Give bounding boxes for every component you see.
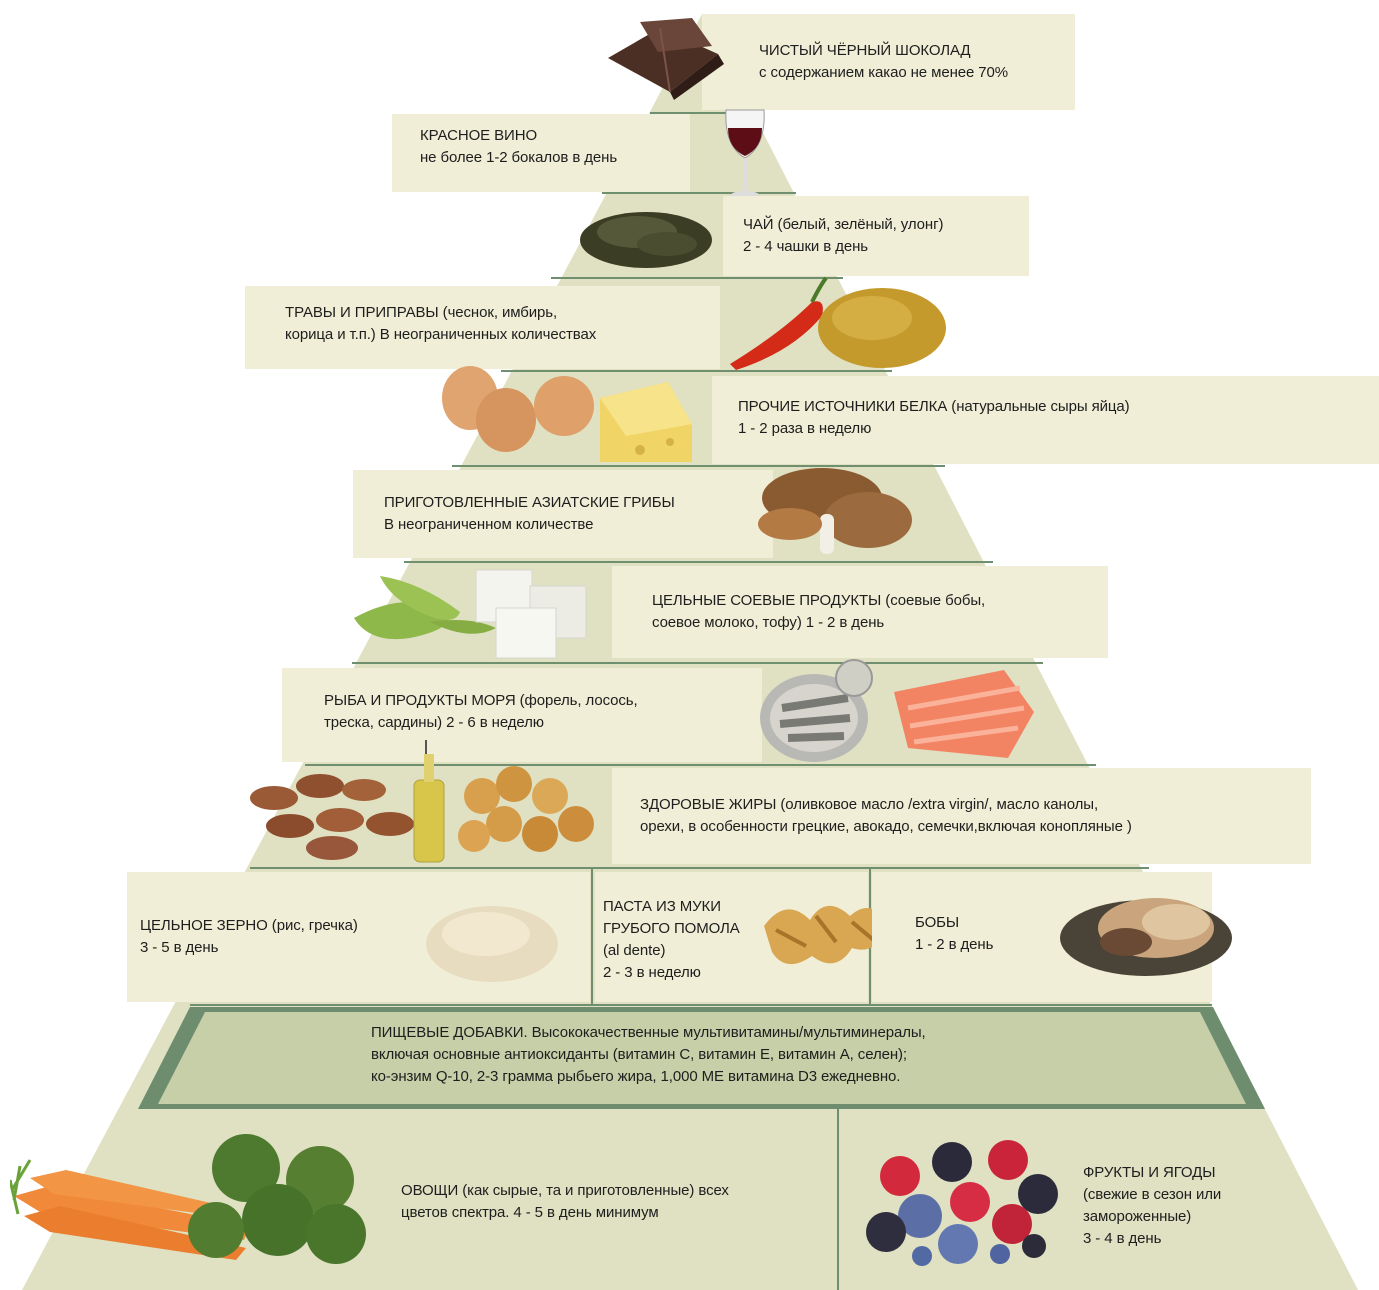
rice-icon: [424, 892, 560, 984]
tier-herbs-title-row: ТРАВЫ И ПРИПРАВЫ (чеснок, имбирь,: [285, 302, 596, 324]
soy-tofu-icon: [350, 562, 616, 662]
tier-supplements-title-row: ПИЩЕВЫЕ ДОБАВКИ. Высококачественные муль…: [371, 1022, 926, 1044]
fish-icon: [758, 648, 1036, 768]
tier-chocolate-text: ЧИСТЫЙ ЧЁРНЫЙ ШОКОЛАД с содержанием кака…: [759, 40, 1008, 84]
tier-pasta-text: ПАСТА ИЗ МУКИ ГРУБОГО ПОМОЛА (al dente) …: [603, 896, 740, 984]
tier-fruits-line-1: (свежие в сезон или: [1083, 1184, 1221, 1206]
tier-fats-text: ЗДОРОВЫЕ ЖИРЫ (оливковое масло /extra vi…: [640, 794, 1132, 838]
tier-supplements-text: ПИЩЕВЫЕ ДОБАВКИ. Высококачественные муль…: [371, 1022, 926, 1088]
tier-fish-line-1: треска, сардины) 2 - 6 в неделю: [324, 712, 638, 734]
tier-fruits-line-3: 3 - 4 в день: [1083, 1228, 1221, 1250]
tier-soy-title: ЦЕЛЬНЫЕ СОЕВЫЕ ПРОДУКТЫ: [652, 592, 881, 609]
wine-glass-icon: [722, 106, 768, 202]
tier-grains-text: ЦЕЛЬНОЕ ЗЕРНО (рис, гречка) 3 - 5 в день: [140, 915, 358, 959]
tier-pasta-line-3: 2 - 3 в неделю: [603, 962, 740, 984]
tier-mushrooms-text: ПРИГОТОВЛЕННЫЕ АЗИАТСКИЕ ГРИБЫ В неогран…: [384, 492, 675, 536]
tier-fruits-text: ФРУКТЫ И ЯГОДЫ (свежие в сезон или замор…: [1083, 1162, 1221, 1250]
tier-grains-title: ЦЕЛЬНОЕ ЗЕРНО: [140, 917, 268, 934]
berries-icon: [862, 1136, 1062, 1266]
tier-fats-title-extra: (оливковое масло /extra virgin/, масло к…: [776, 796, 1098, 813]
beans-icon: [1056, 884, 1234, 980]
tier-grains-title-extra: (рис, гречка): [268, 917, 358, 934]
tier-mushrooms-line-1: В неограниченном количестве: [384, 514, 675, 536]
tier-soy-title-extra: (соевые бобы,: [881, 592, 985, 609]
tier-herbs-text: ТРАВЫ И ПРИПРАВЫ (чеснок, имбирь, корица…: [285, 302, 596, 346]
vegetables-icon: [10, 1130, 370, 1280]
tier-chocolate-title: ЧИСТЫЙ ЧЁРНЫЙ ШОКОЛАД: [759, 40, 1008, 62]
eggs-cheese-icon: [440, 358, 696, 464]
tier-pasta-line-1: ГРУБОГО ПОМОЛА: [603, 918, 740, 940]
tier-supplements-line-1: включая основные антиоксиданты (витамин …: [371, 1044, 926, 1066]
tier-protein-title: ПРОЧИЕ ИСТОЧНИКИ БЕЛКА: [738, 398, 947, 415]
tier-fish-title-extra: (форель, лосось,: [516, 692, 638, 709]
tier-protein-title-extra: (натуральные сыры яйца): [947, 398, 1129, 415]
tier-wine-title: КРАСНОЕ ВИНО: [420, 125, 617, 147]
tier-pasta-title: ПАСТА ИЗ МУКИ: [603, 896, 740, 918]
tier-herbs-title: ТРАВЫ И ПРИПРАВЫ: [285, 304, 439, 321]
tier-soy-title-row: ЦЕЛЬНЫЕ СОЕВЫЕ ПРОДУКТЫ (соевые бобы,: [652, 590, 985, 612]
spices-icon: [722, 272, 948, 372]
tier-grains-line-1: 3 - 5 в день: [140, 937, 358, 959]
tier-mushrooms-title: ПРИГОТОВЛЕННЫЕ АЗИАТСКИЕ ГРИБЫ: [384, 492, 675, 514]
tier-fish-text: РЫБА И ПРОДУКТЫ МОРЯ (форель, лосось, тр…: [324, 690, 638, 734]
tier-fats-title-row: ЗДОРОВЫЕ ЖИРЫ (оливковое масло /extra vi…: [640, 794, 1132, 816]
tier-vegetables-title-extra: (как сырые, та и приготовленные) всех: [458, 1182, 729, 1199]
tier-fats-line-1: орехи, в особенности грецкие, авокадо, с…: [640, 816, 1132, 838]
tier-vegetables-line-1: цветов спектра. 4 - 5 в день минимум: [401, 1202, 729, 1224]
tier-soy-line-1: соевое молоко, тофу) 1 - 2 в день: [652, 612, 985, 634]
tier-fats-title: ЗДОРОВЫЕ ЖИРЫ: [640, 796, 776, 813]
chocolate-icon: [600, 18, 728, 102]
tier-fish-title-row: РЫБА И ПРОДУКТЫ МОРЯ (форель, лосось,: [324, 690, 638, 712]
tier-beans-line-1: 1 - 2 в день: [915, 934, 993, 956]
tier-tea-title-extra: (белый, зелёный, улонг): [773, 216, 943, 233]
tier-beans-title: БОБЫ: [915, 912, 993, 934]
tier-tea-title: ЧАЙ: [743, 216, 773, 233]
tier-soy-text: ЦЕЛЬНЫЕ СОЕВЫЕ ПРОДУКТЫ (соевые бобы, со…: [652, 590, 985, 634]
tier-vegetables-title-row: ОВОЩИ (как сырые, та и приготовленные) в…: [401, 1180, 729, 1202]
tier-supplements-line-2: ко-энзим Q-10, 2-3 грамма рыбьего жира, …: [371, 1066, 926, 1088]
tier-fruits-title: ФРУКТЫ И ЯГОДЫ: [1083, 1162, 1221, 1184]
tier-tea-title-row: ЧАЙ (белый, зелёный, улонг): [743, 214, 943, 236]
tier-beans-text: БОБЫ 1 - 2 в день: [915, 912, 993, 956]
tea-leaves-icon: [577, 200, 715, 270]
tier-fish-title: РЫБА И ПРОДУКТЫ МОРЯ: [324, 692, 516, 709]
tier-supplements-title-extra: Высококачественные мультивитамины/мульти…: [528, 1024, 926, 1041]
tier-protein-text: ПРОЧИЕ ИСТОЧНИКИ БЕЛКА (натуральные сыры…: [738, 396, 1130, 440]
tier-wine-line-1: не более 1-2 бокалов в день: [420, 147, 617, 169]
tier-protein-title-row: ПРОЧИЕ ИСТОЧНИКИ БЕЛКА (натуральные сыры…: [738, 396, 1130, 418]
tier-vegetables-title: ОВОЩИ: [401, 1182, 458, 1199]
tier-tea-line-1: 2 - 4 чашки в день: [743, 236, 943, 258]
tier-chocolate-line-1: с содержанием какао не менее 70%: [759, 62, 1008, 84]
tier-pasta-line-2: (al dente): [603, 940, 740, 962]
tier-tea-text: ЧАЙ (белый, зелёный, улонг) 2 - 4 чашки …: [743, 214, 943, 258]
tier-grains-title-row: ЦЕЛЬНОЕ ЗЕРНО (рис, гречка): [140, 915, 358, 937]
tier-protein-line-1: 1 - 2 раза в неделю: [738, 418, 1130, 440]
tier-fruits-line-2: замороженные): [1083, 1206, 1221, 1228]
tier-wine-text: КРАСНОЕ ВИНО не более 1-2 бокалов в день: [420, 125, 617, 169]
tier-vegetables-text: ОВОЩИ (как сырые, та и приготовленные) в…: [401, 1180, 729, 1224]
tier-supplements-title: ПИЩЕВЫЕ ДОБАВКИ.: [371, 1024, 528, 1041]
tier-herbs-title-extra: (чеснок, имбирь,: [439, 304, 557, 321]
mushroom-icon: [750, 464, 916, 560]
tier-herbs-line-1: корица и т.п.) В неограниченных количест…: [285, 324, 596, 346]
nuts-oil-icon: [246, 740, 610, 868]
